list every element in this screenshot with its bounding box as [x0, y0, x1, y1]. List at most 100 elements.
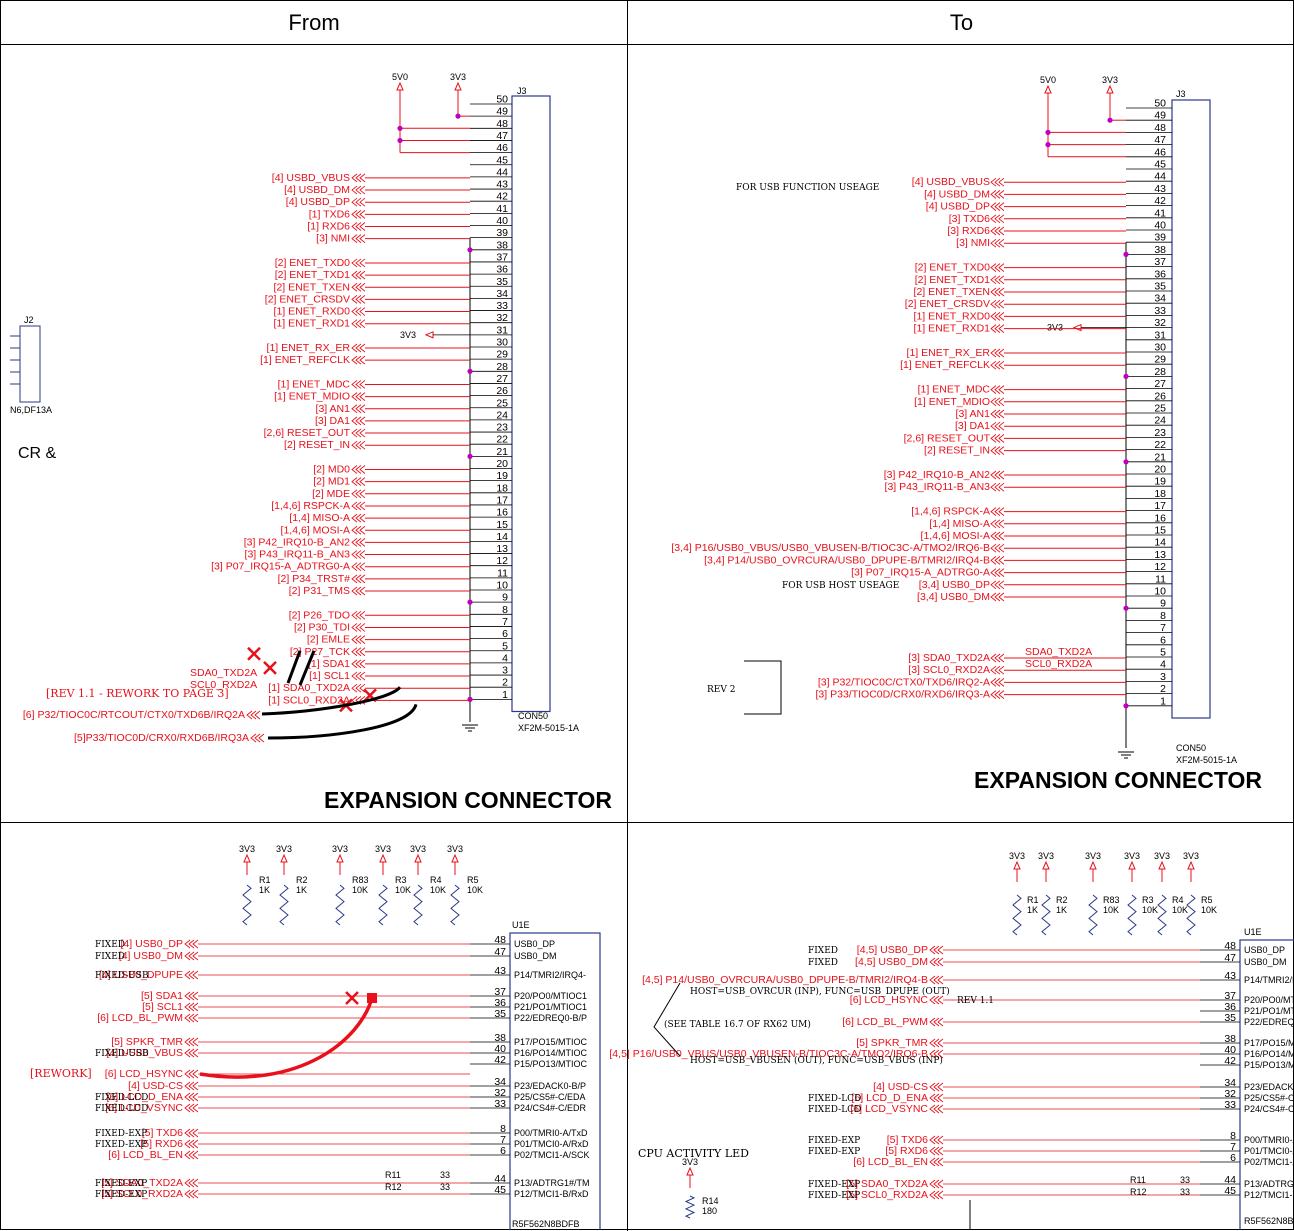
- pin-number: 40: [1224, 1044, 1236, 1056]
- port-label: P22/EDREQ: [1244, 1017, 1294, 1027]
- pin-number: 36: [1154, 268, 1166, 280]
- chevron-icon: [990, 592, 1005, 602]
- resistor-value: 10K: [430, 885, 446, 895]
- signal-connector: [351, 538, 366, 547]
- signal-label: [1] ENET_RXD1: [914, 323, 991, 335]
- section-title: EXPANSION CONNECTOR: [324, 787, 612, 813]
- signal-connector: [184, 1103, 199, 1113]
- power-label: 3V3: [1038, 851, 1054, 861]
- j2-part: N6,DF13A: [10, 405, 52, 415]
- signal-label: [2,6] RESET_OUT: [264, 427, 351, 439]
- power-arrow-icon: [686, 1166, 694, 1176]
- signal-connector: [351, 440, 366, 450]
- signal-label: [4] USBD_VBUS: [272, 172, 350, 184]
- chevron-icon: [990, 360, 1005, 370]
- power-arrow-icon: [379, 853, 387, 863]
- rework-jumper: [298, 650, 316, 686]
- port-label: P22/EDREQ0-B/P: [514, 1013, 587, 1023]
- signal-connector: [929, 1082, 944, 1092]
- pin-number: 47: [496, 130, 508, 142]
- power-arrow-icon: [1089, 860, 1097, 870]
- power-label: 3V3: [1009, 851, 1025, 861]
- pin-number: 19: [1154, 476, 1166, 488]
- chevron-icon: [351, 683, 366, 693]
- chevron-icon: [351, 355, 366, 365]
- pin-number: 41: [1154, 207, 1166, 219]
- resistor-ref: R2: [296, 875, 308, 885]
- power-label: 3V3: [682, 1157, 698, 1167]
- pin-number: 20: [1154, 464, 1166, 476]
- signal-connector: [990, 690, 1005, 699]
- signal-label: [1] SDA1: [308, 658, 350, 670]
- signal-connector: [351, 574, 366, 584]
- pin-number: 39: [1154, 232, 1166, 244]
- signal-label: [6] LCD_D_ENA: [852, 1092, 928, 1104]
- signal-label: [2] RESET_IN: [924, 445, 990, 457]
- port-label: P02/TMCI1-A: [1244, 1157, 1294, 1167]
- connector-part: XF2M-5015-1A: [1176, 755, 1237, 765]
- power-3v3: 3V3: [1154, 851, 1170, 882]
- junction-dot: [467, 599, 473, 605]
- pin-number: 8: [1160, 610, 1166, 622]
- resistor-ref: R2: [1056, 895, 1068, 905]
- port-label: P20/PO0/MT: [1244, 995, 1294, 1005]
- host-func-note: HOST=USB_OVRCUR (INP), FUNC=USB_DPUPE (O…: [690, 986, 950, 997]
- chevron-icon: [250, 733, 265, 743]
- power-arrow-icon: [1187, 860, 1195, 870]
- signal-connector: [351, 428, 366, 438]
- signal-connector: [351, 489, 366, 499]
- signal-connector: [351, 258, 366, 268]
- pin-number: 38: [494, 1032, 506, 1044]
- chevron-icon: [351, 647, 366, 657]
- signal-label: [6] LCD_VSYNC: [850, 1103, 928, 1115]
- signal-label: [6] LCD_D_ENA: [107, 1091, 183, 1103]
- signal-label: [2] P30_TDI: [294, 621, 350, 633]
- chevron-icon: [351, 671, 366, 681]
- resistor-icon: [684, 1195, 696, 1219]
- chevron-icon: [929, 1017, 944, 1027]
- port-label: P15/PO13/M: [1244, 1060, 1294, 1070]
- power-label: 3V3: [332, 844, 348, 854]
- column-divider: [627, 1, 628, 1231]
- signal-label: [4] USB0_DPUPE: [99, 969, 183, 981]
- signal-connector: [990, 324, 1005, 333]
- pin-number: 47: [1154, 134, 1166, 146]
- resistor: [1186, 894, 1196, 936]
- power-3v3: 3V3: [1102, 75, 1118, 106]
- signal-label: [1,4,6] MOSI-A: [921, 530, 990, 542]
- signal-connector: [990, 348, 1005, 358]
- junction-dot: [1123, 605, 1129, 611]
- signal-connector: [351, 282, 366, 292]
- pin-number: 37: [496, 251, 508, 263]
- pin-number: 26: [496, 385, 508, 397]
- pin-number: 48: [1154, 122, 1166, 134]
- signal-label: [1] ENET_RXD0: [914, 310, 991, 322]
- signal-label: [3] P33/TIOC0D/CRX0/RXD6/IRQ3-A: [816, 689, 990, 701]
- pin-number: 44: [496, 166, 508, 178]
- signal-connector: [351, 222, 366, 231]
- chevron-icon: [990, 299, 1005, 309]
- signal-label: [3] P32/TIOC0C/CTX0/TXD6/IRQ2-A: [818, 676, 990, 688]
- signal-connector: [351, 671, 366, 681]
- signal-label: [2] MD1: [313, 476, 350, 488]
- signal-connector: [351, 647, 366, 657]
- signal-connector: [990, 580, 1005, 590]
- chevron-icon: [351, 501, 366, 511]
- resistor: [1012, 894, 1022, 936]
- signal-label: [5] SDA0_TXD2A: [101, 1177, 183, 1189]
- signal-connector: [929, 1135, 944, 1145]
- chevron-icon: [351, 295, 366, 304]
- pin-number: 46: [1154, 146, 1166, 158]
- pin-number: 15: [1154, 525, 1166, 537]
- signal-connector: [990, 556, 1005, 565]
- power-arrow-icon: [396, 81, 404, 91]
- power-3v3: 3V3: [410, 844, 426, 875]
- pin-number: 36: [1224, 1001, 1236, 1013]
- pin-number: 42: [1224, 1055, 1236, 1067]
- pin-number: 20: [496, 458, 508, 470]
- power-arrow-icon: [414, 853, 422, 863]
- signal-label: [4] USB0_DM: [119, 950, 183, 962]
- signal-connector: [351, 550, 366, 559]
- signal-tag: FIXED-EXP: [95, 1190, 147, 1200]
- chevron-icon: [351, 623, 366, 632]
